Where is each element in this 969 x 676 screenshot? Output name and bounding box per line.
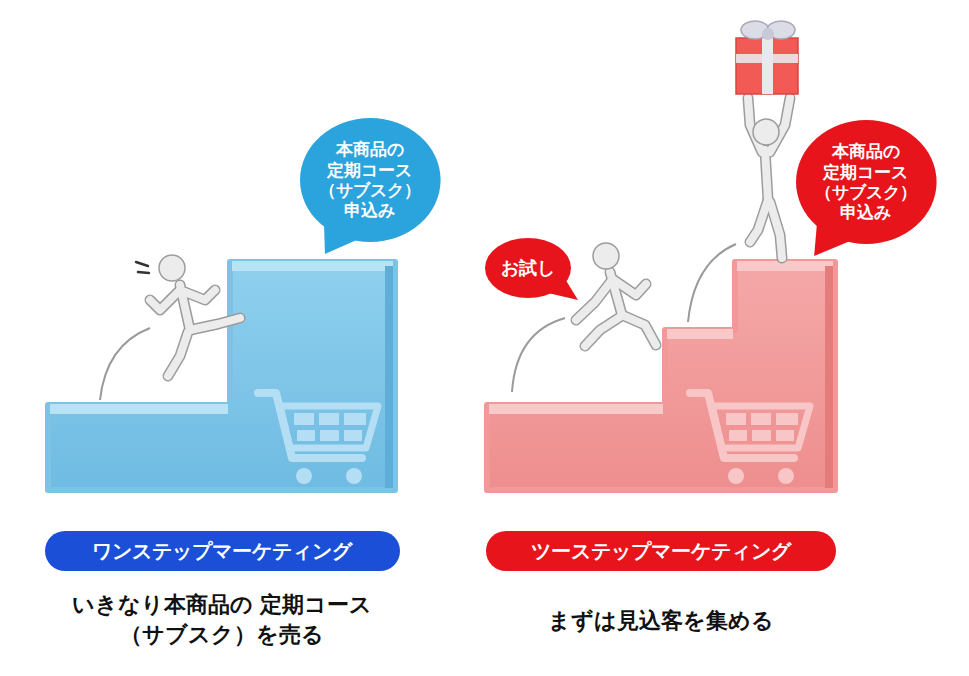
- running-figure: [576, 280, 612, 320]
- one-step-stairs: [258, 393, 378, 484]
- two-step-stairs: [489, 404, 663, 414]
- bubble-body: [796, 120, 937, 244]
- running-figure: [593, 243, 619, 269]
- bubble-body: [485, 238, 571, 298]
- celebrating-figure: [748, 98, 790, 258]
- effort-marks: [136, 262, 149, 273]
- node-text-box: ツーステップマーケティング: [531, 538, 791, 565]
- running-figure: [576, 243, 656, 346]
- node-text-box: 本商品の 定期コース （サブスク） 申込み: [319, 139, 421, 221]
- description-text: まずは見込客を集める: [548, 606, 774, 636]
- jumping-figure: [185, 290, 215, 300]
- motion-arc: [100, 328, 150, 400]
- running-figure: [622, 315, 656, 345]
- celebrating-figure: [770, 202, 782, 258]
- description-text: いきなり本商品の 定期コース（サブスク）を売る: [52, 590, 393, 649]
- node-text-box: 本商品の 定期コース （サブスク） 申込み: [815, 141, 917, 223]
- bubble-body: [300, 118, 441, 242]
- title-pill: ワンステップマーケティング: [45, 531, 400, 571]
- motion-arc: [100, 244, 736, 400]
- pill-title: ワンステップマーケティング: [92, 539, 352, 563]
- gift-box: [762, 38, 773, 94]
- celebrating-figure: [750, 200, 768, 242]
- title-pill: ツーステップマーケティング: [486, 531, 836, 571]
- bubble-text: 本商品の 定期コース （サブスク） 申込み: [815, 141, 917, 223]
- bubble-text: お試し: [501, 257, 555, 279]
- one-step-stairs: [48, 261, 395, 490]
- one-step-stairs: [385, 266, 393, 488]
- celebrating-figure: [753, 119, 779, 145]
- jumping-figure: [190, 318, 240, 330]
- effort-marks: [138, 272, 149, 273]
- running-figure: [585, 317, 620, 346]
- speech-bubble: 本商品の 定期コース （サブスク） 申込み: [300, 118, 441, 242]
- celebrating-figure: [748, 98, 790, 258]
- node-text-box: ワンステップマーケティング: [92, 538, 352, 565]
- gift-box: [736, 21, 798, 94]
- jumping-figure: [190, 318, 240, 330]
- node-text-box: お試し: [501, 257, 555, 279]
- jumping-figure: [150, 292, 178, 310]
- two-step-stairs: [667, 329, 733, 339]
- gift-box: [736, 54, 798, 63]
- running-figure: [585, 317, 620, 346]
- running-figure: [610, 272, 622, 315]
- running-figure: [576, 272, 656, 346]
- running-figure: [622, 315, 656, 345]
- celebrating-figure: [750, 200, 768, 242]
- one-step-stairs: [48, 262, 395, 490]
- jumping-figure: [185, 290, 215, 300]
- one-step-stairs: [232, 261, 393, 271]
- motion-arc: [512, 318, 565, 392]
- running-figure: [576, 272, 656, 346]
- motion-arc: [688, 244, 736, 322]
- jumping-figure: [150, 285, 240, 376]
- two-step-stairs: [825, 266, 833, 488]
- jumping-figure: [180, 285, 190, 330]
- gift-box: [762, 28, 774, 40]
- two-step-stairs: [690, 393, 810, 484]
- jumping-figure: [150, 255, 240, 376]
- running-figure: [576, 280, 612, 320]
- celebrating-figure: [748, 98, 790, 258]
- speech-bubble: 本商品の 定期コース （サブスク） 申込み: [796, 120, 937, 244]
- pill-title: ツーステップマーケティング: [531, 539, 791, 563]
- celebrating-figure: [765, 150, 768, 200]
- jumping-figure: [150, 285, 240, 376]
- bubble-text: 本商品の 定期コース （サブスク） 申込み: [319, 139, 421, 221]
- one-step-stairs: [50, 404, 228, 414]
- speech-bubble: お試し: [485, 238, 571, 298]
- jumping-figure: [159, 255, 185, 281]
- celebrating-figure: [765, 150, 768, 200]
- jumping-figure: [168, 332, 188, 376]
- jumping-figure: [150, 292, 178, 310]
- celebrating-figure: [770, 202, 782, 258]
- gift-box: [736, 38, 798, 94]
- jumping-figure: [168, 332, 188, 376]
- effort-marks: [136, 262, 148, 266]
